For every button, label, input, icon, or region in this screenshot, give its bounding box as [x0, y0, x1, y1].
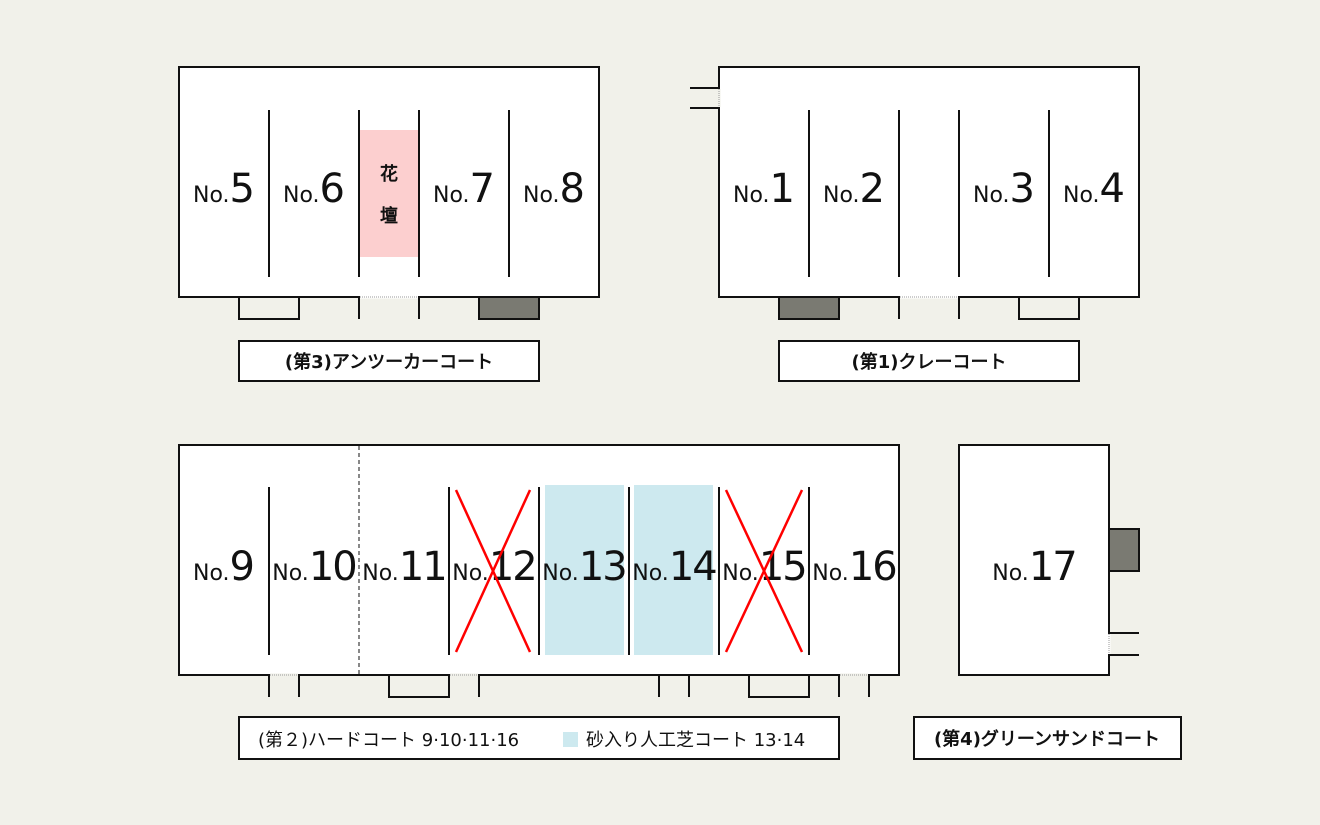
court-17[interactable]: No.17: [992, 544, 1077, 590]
court-14[interactable]: No.14: [632, 544, 718, 590]
label-second-turf: 砂入り人工芝コート 13·14: [586, 730, 805, 751]
court-group-4: [913, 444, 1182, 760]
court-16[interactable]: No.16: [812, 544, 897, 590]
flowerbed-label-2: 壇: [380, 205, 398, 227]
entrance: [1018, 297, 1080, 320]
turf-legend-swatch: [563, 732, 578, 747]
facility-building: [1108, 528, 1140, 572]
turf-court-13-area: [545, 485, 624, 655]
label-box: [238, 340, 540, 382]
closed-mark-court-12: [454, 489, 532, 653]
label-box: [778, 340, 1080, 382]
court-7[interactable]: No.7: [433, 166, 495, 212]
label-fourth-greensand: (第4)グリーンサンドコート: [934, 728, 1160, 750]
label-box: [238, 716, 840, 760]
court-5[interactable]: No.5: [193, 166, 255, 212]
court-10[interactable]: No.10: [272, 544, 357, 590]
turf-court-14-area: [634, 485, 713, 655]
court-4[interactable]: No.4: [1063, 166, 1125, 212]
flowerbed-label-1: 花: [380, 163, 398, 185]
entrance: [388, 675, 450, 698]
facility-building: [778, 296, 840, 320]
entrance: [748, 675, 810, 698]
court-group-3: [178, 66, 600, 382]
court-9[interactable]: No.9: [193, 544, 255, 590]
court-6[interactable]: No.6: [283, 166, 345, 212]
label-second-hard: (第２)ハードコート 9·10·11·16: [258, 730, 519, 751]
entrance: [238, 297, 300, 320]
court-3[interactable]: No.3: [973, 166, 1035, 212]
court-12[interactable]: No.12: [452, 544, 537, 590]
court-group-1: [690, 66, 1140, 382]
court-1[interactable]: No.1: [733, 166, 795, 212]
label-first-clay: (第1)クレーコート: [852, 351, 1007, 373]
court-11[interactable]: No.11: [362, 544, 447, 590]
court-13[interactable]: No.13: [542, 544, 627, 590]
closed-mark-court-15: [724, 489, 804, 653]
court-group-2: [178, 444, 900, 760]
flowerbed: [360, 130, 418, 257]
facility-building: [478, 296, 540, 320]
court-8[interactable]: No.8: [523, 166, 585, 212]
court-2[interactable]: No.2: [823, 166, 885, 212]
label-third-antsuka: (第3)アンツーカーコート: [285, 351, 493, 373]
label-box: [913, 716, 1182, 760]
